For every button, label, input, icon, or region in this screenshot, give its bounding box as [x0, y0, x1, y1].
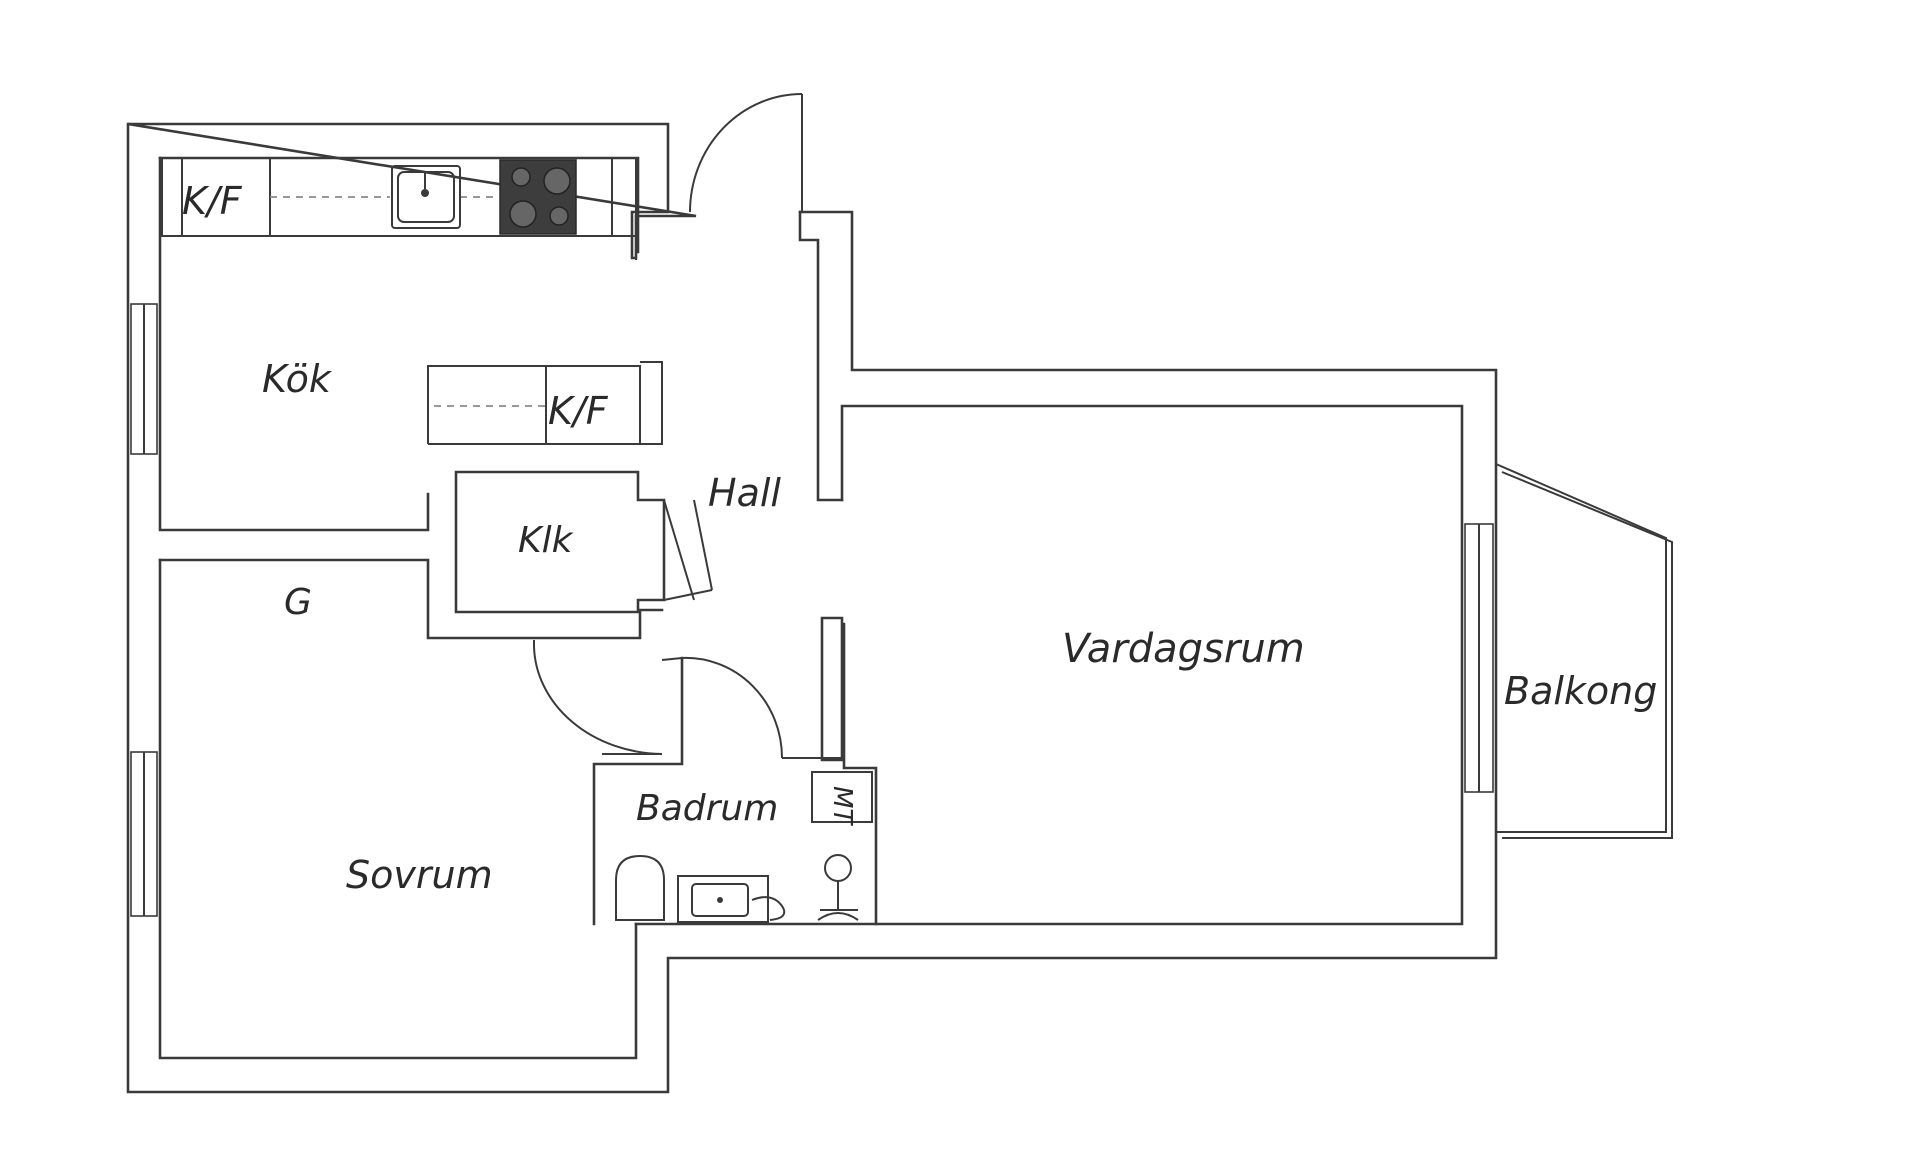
- bathroom: [592, 622, 878, 926]
- room-label-bedroom: Sovrum: [346, 853, 493, 897]
- room-label-bathroom: Badrum: [636, 788, 778, 829]
- room-label-kitchen: Kök: [262, 357, 333, 401]
- kitchen-counter-middle: [427, 361, 663, 445]
- room-label-hall: Hall: [708, 471, 781, 515]
- fixture-label-fridge-freezer-top: K/F: [182, 179, 243, 223]
- room-label-wardrobe: G: [284, 582, 312, 623]
- balcony-outline: [1495, 463, 1673, 839]
- closet-door-icon: [663, 499, 713, 601]
- outer-wall: [126, 122, 1498, 1094]
- shower-icon: [817, 854, 859, 921]
- bathroom-door-icon: [681, 656, 844, 759]
- bedroom-door-icon: [533, 640, 663, 755]
- window-living-room: [1464, 523, 1494, 793]
- room-label-living-room: Vardagsrum: [1062, 626, 1305, 672]
- washing-machine-icon: [811, 771, 873, 823]
- kitchen-counter: [161, 157, 637, 260]
- bathroom-sink-icon: [677, 875, 786, 923]
- room-label-closet: Klk: [518, 520, 575, 561]
- window-kitchen: [130, 303, 158, 455]
- room-label-balcony: Balkong: [1504, 669, 1657, 713]
- window-bedroom: [130, 751, 158, 917]
- sink-icon: [391, 165, 461, 229]
- toilet-icon: [615, 854, 665, 921]
- fixture-label-fridge-freezer-middle: K/F: [548, 389, 609, 433]
- entrance-door-icon: [689, 93, 803, 213]
- fixture-label-washer-dryer: MT: [827, 786, 857, 826]
- stove-icon: [499, 159, 577, 235]
